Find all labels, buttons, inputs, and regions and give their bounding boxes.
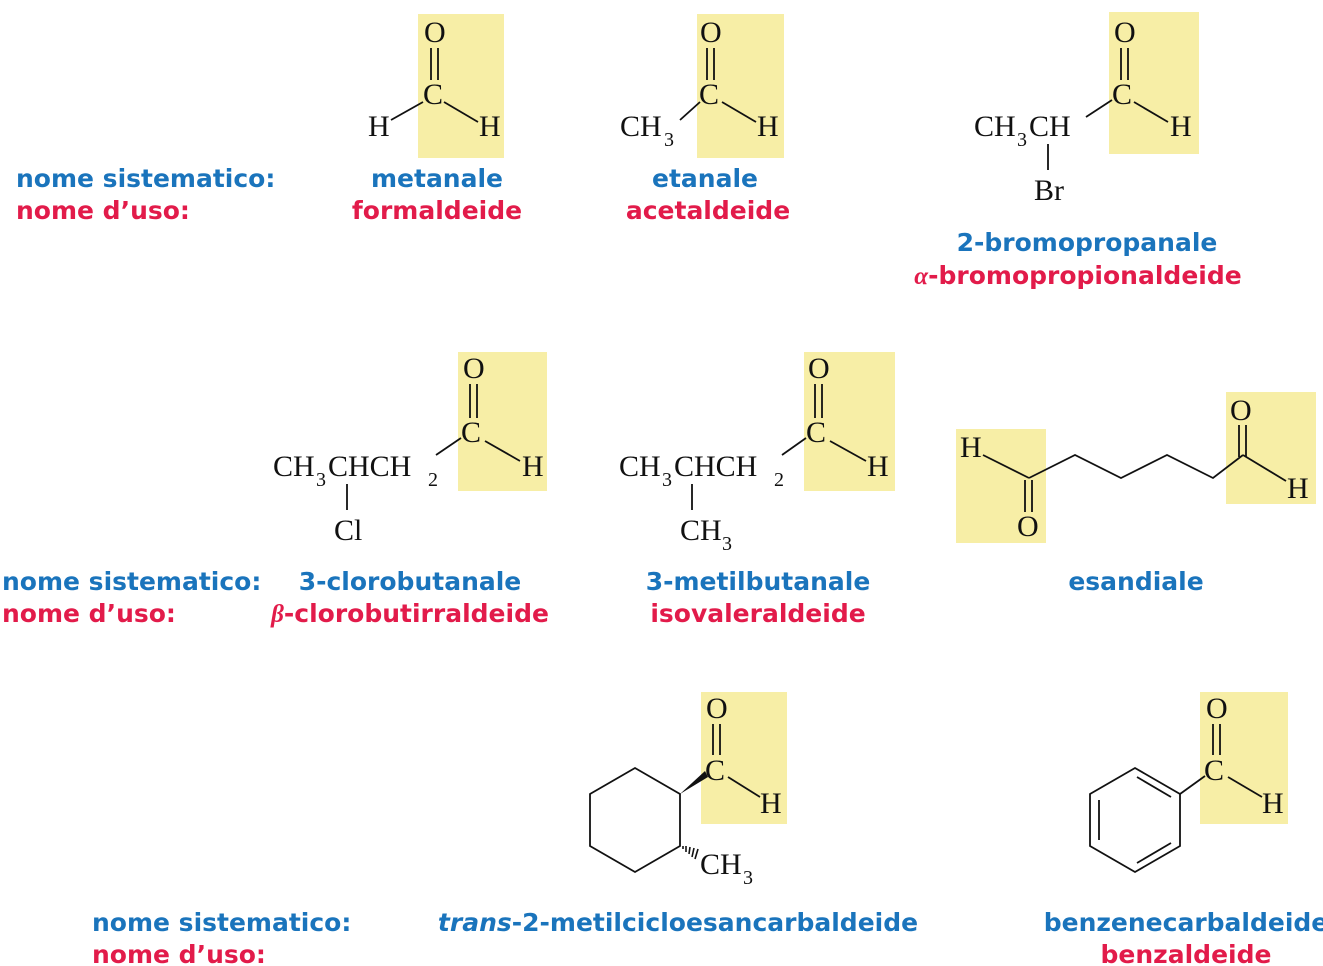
name-systematic-clorobutanale: 3-clorobutanale xyxy=(299,567,522,596)
subscript-3: 3 xyxy=(1017,129,1027,151)
atom-C: C xyxy=(1204,754,1224,787)
subscript-3: 3 xyxy=(664,129,674,151)
atom-C: C xyxy=(619,450,639,483)
atom-CH: C xyxy=(620,110,640,143)
atom-O: O xyxy=(706,692,728,725)
atom-H: H xyxy=(720,848,742,881)
atom-H: H xyxy=(700,514,722,547)
highlight-box-esandiale-left xyxy=(956,429,1046,543)
highlight-box-metilcicloesano xyxy=(701,692,787,824)
name-systematic-benzenecarbaldeide: benzenecarbaldeide xyxy=(1044,908,1323,937)
name-common-metilbutanale: isovaleraldeide xyxy=(650,599,865,628)
structure-metilbutanale: O C C H 3 CHCH 2 C H 3 H xyxy=(619,352,889,555)
label-systematic-row1: nome sistematico: xyxy=(16,164,275,193)
highlight-box-esandiale-right xyxy=(1226,392,1316,504)
atom-CHCH: CHCH xyxy=(328,450,411,483)
structure-metanale: O C H H xyxy=(368,16,501,143)
label-common-row3: nome d’uso: xyxy=(92,940,266,966)
highlight-box-etanale xyxy=(697,14,784,158)
atom-H: H xyxy=(1287,472,1309,505)
atom-O: O xyxy=(424,16,446,49)
atom-H: H xyxy=(479,110,501,143)
atom-O: O xyxy=(1114,16,1136,49)
name-systematic-metilbutanale: 3-metilbutanale xyxy=(646,567,871,596)
atom-O: O xyxy=(700,16,722,49)
atom-H: H xyxy=(639,450,661,483)
name-systematic-metilcicloesancarbaldeide: trans-2-metilcicloesancarbaldeide xyxy=(438,908,918,937)
atom-Cl: Cl xyxy=(334,514,362,547)
atom-H: H xyxy=(522,450,544,483)
name-systematic-metanale: metanale xyxy=(371,164,503,193)
atom-C: C xyxy=(974,110,994,143)
atom-H: H xyxy=(994,110,1016,143)
structure-bromopropanale: O C C H 3 CH Br H xyxy=(974,16,1192,207)
subscript-2: 2 xyxy=(428,469,438,491)
name-systematic-etanale: etanale xyxy=(652,164,758,193)
highlight-box-metilbutanale xyxy=(804,352,895,491)
subscript-3: 3 xyxy=(743,867,753,889)
atom-C: C xyxy=(461,416,481,449)
name-common-etanale: acetaldeide xyxy=(626,196,790,225)
atom-C: C xyxy=(1112,78,1132,111)
atom-CHCH: CHCH xyxy=(674,450,757,483)
atom-C: C xyxy=(680,514,700,547)
atom-C: C xyxy=(699,78,719,111)
atom-H: H xyxy=(760,787,782,820)
atom-C: C xyxy=(806,416,826,449)
atom-H: H xyxy=(867,450,889,483)
label-common-row2: nome d’uso: xyxy=(2,599,176,628)
subscript-3: 3 xyxy=(722,533,732,555)
subscript-2: 2 xyxy=(774,469,784,491)
name-common-bromopropanale: α-bromopropionaldeide xyxy=(914,261,1241,290)
name-systematic-esandiale: esandiale xyxy=(1068,567,1203,596)
atom-CH: CH xyxy=(1029,110,1071,143)
atom-O: O xyxy=(463,352,485,385)
atom-C: C xyxy=(423,78,443,111)
structure-clorobutanale: O C C H 3 CHCH 2 Cl H xyxy=(273,352,544,547)
atom-H: H xyxy=(1170,110,1192,143)
label-systematic-row3: nome sistematico: xyxy=(92,908,351,937)
atom-H: H xyxy=(293,450,315,483)
atom-H: H xyxy=(757,110,779,143)
highlight-box-clorobutanale xyxy=(458,352,547,491)
atom-H: H xyxy=(368,110,390,143)
atom-C: C xyxy=(705,754,725,787)
structure-etanale: O C C H 3 H xyxy=(620,16,779,151)
atom-O: O xyxy=(808,352,830,385)
atom-H: H xyxy=(960,431,982,464)
atom-O: O xyxy=(1206,692,1228,725)
subscript-3: 3 xyxy=(662,469,672,491)
structure-metilcicloesancarbaldeide: O C H C H 3 xyxy=(589,692,782,889)
structure-benzaldeide: O C H xyxy=(1089,692,1284,874)
name-systematic-bromopropanale: 2-bromopropanale xyxy=(957,228,1218,257)
name-common-metanale: formaldeide xyxy=(352,196,522,225)
atom-O: O xyxy=(1230,394,1252,427)
name-common-clorobutanale: β-clorobutirraldeide xyxy=(270,599,549,628)
atom-H: H xyxy=(1262,787,1284,820)
subscript-3: 3 xyxy=(316,469,326,491)
label-common-row1: nome d’uso: xyxy=(16,196,190,225)
atom-H: H xyxy=(640,110,662,143)
atom-Br: Br xyxy=(1034,174,1064,207)
highlight-box-benzaldeide xyxy=(1200,692,1288,824)
highlight-box-bromopropanale xyxy=(1109,12,1199,154)
atom-O: O xyxy=(1017,510,1039,543)
atom-C: C xyxy=(700,848,720,881)
atom-C: C xyxy=(273,450,293,483)
name-common-benzaldeide: benzaldeide xyxy=(1101,940,1272,966)
label-systematic-row2: nome sistematico: xyxy=(2,567,261,596)
highlight-box-metanale xyxy=(418,14,504,158)
structure-esandiale: H O O H xyxy=(960,394,1309,543)
